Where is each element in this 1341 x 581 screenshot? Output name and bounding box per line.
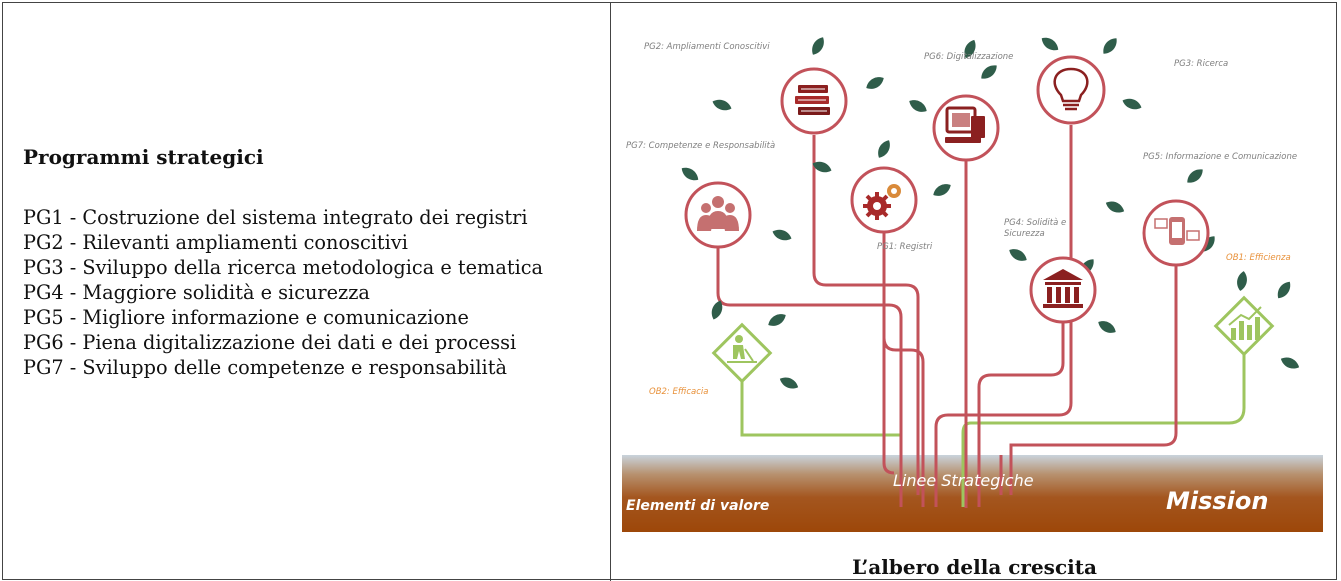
node-pg4 xyxy=(1029,256,1097,324)
program-item: PG7 - Sviluppo delle competenze e respon… xyxy=(23,356,507,379)
diagram-caption: L’albero della crescita xyxy=(852,555,1097,579)
branch-pg4 xyxy=(977,322,1065,507)
ground-center-label: Linee Strategiche xyxy=(893,471,1034,490)
program-item: PG4 - Maggiore solidità e sicurezza xyxy=(23,281,370,304)
growth-chart-icon xyxy=(1228,306,1262,340)
gears-icon xyxy=(863,184,901,220)
column-divider xyxy=(610,3,611,581)
program-item: PG5 - Migliore informazione e comunicazi… xyxy=(23,306,469,329)
ground-band xyxy=(622,455,1323,532)
computer-icon xyxy=(945,106,985,143)
node-pg3 xyxy=(1036,55,1106,125)
program-item: PG3 - Sviluppo della ricerca metodologic… xyxy=(23,256,544,279)
node-ob2 xyxy=(711,322,773,384)
programs-list: PG1 - Costruzione del sistema integrato … xyxy=(23,205,563,380)
phone-chat-icon xyxy=(1154,217,1200,245)
branch-pg7 xyxy=(716,231,903,507)
node-ob1 xyxy=(1213,295,1275,357)
label-pg4-line2: Sicurezza xyxy=(1004,229,1045,239)
node-pg1 xyxy=(850,166,918,234)
branch-pg5 xyxy=(1009,265,1178,495)
label-pg3: PG3: Ricerca xyxy=(1174,59,1228,69)
node-pg6 xyxy=(932,94,1000,162)
growth-tree-diagram: PG2: Ampliamenti Conoscitivi PG6: Digita… xyxy=(622,34,1323,532)
node-pg2 xyxy=(780,67,848,135)
program-item: PG1 - Costruzione del sistema integrato … xyxy=(23,206,528,229)
worker-sign-icon xyxy=(727,335,757,363)
program-item: PG2 - Rilevanti ampliamenti conoscitivi xyxy=(23,231,408,254)
node-pg7 xyxy=(684,181,752,249)
books-icon xyxy=(795,85,830,115)
program-item: PG6 - Piena digitalizzazione dei dati e … xyxy=(23,331,517,354)
label-ob1: OB1: Efficienza xyxy=(1226,253,1291,263)
branch-pg2 xyxy=(812,135,920,495)
branch-pg1-b xyxy=(882,224,925,507)
programs-heading: Programmi strategici xyxy=(23,145,264,169)
people-icon xyxy=(697,196,739,231)
programs-cell: Programmi strategici PG1 - Costruzione d… xyxy=(3,3,610,579)
bank-icon xyxy=(1043,269,1083,308)
ground-left-label: Elementi di valore xyxy=(626,498,769,514)
label-pg4-line1: PG4: Solidità e xyxy=(1004,218,1066,228)
branch-pg1 xyxy=(882,224,895,475)
label-pg7: PG7: Competenze e Responsabilità xyxy=(626,141,775,151)
lightbulb-icon xyxy=(1053,67,1089,111)
branch-ob1 xyxy=(961,353,1246,507)
label-pg2: PG2: Ampliamenti Conoscitivi xyxy=(644,42,770,52)
diagram-cell: PG2: Ampliamenti Conoscitivi PG6: Digita… xyxy=(611,3,1338,579)
label-pg6: PG6: Digitalizzazione xyxy=(924,52,1013,62)
label-pg1: PG1: Registri xyxy=(877,242,933,252)
label-ob2: OB2: Efficacia xyxy=(649,387,709,397)
leaves xyxy=(678,34,1302,392)
ground-right-label: Mission xyxy=(1166,487,1268,515)
label-pg5: PG5: Informazione e Comunicazione xyxy=(1143,152,1297,162)
node-pg5 xyxy=(1142,199,1210,267)
branch-pg3 xyxy=(934,125,1073,507)
